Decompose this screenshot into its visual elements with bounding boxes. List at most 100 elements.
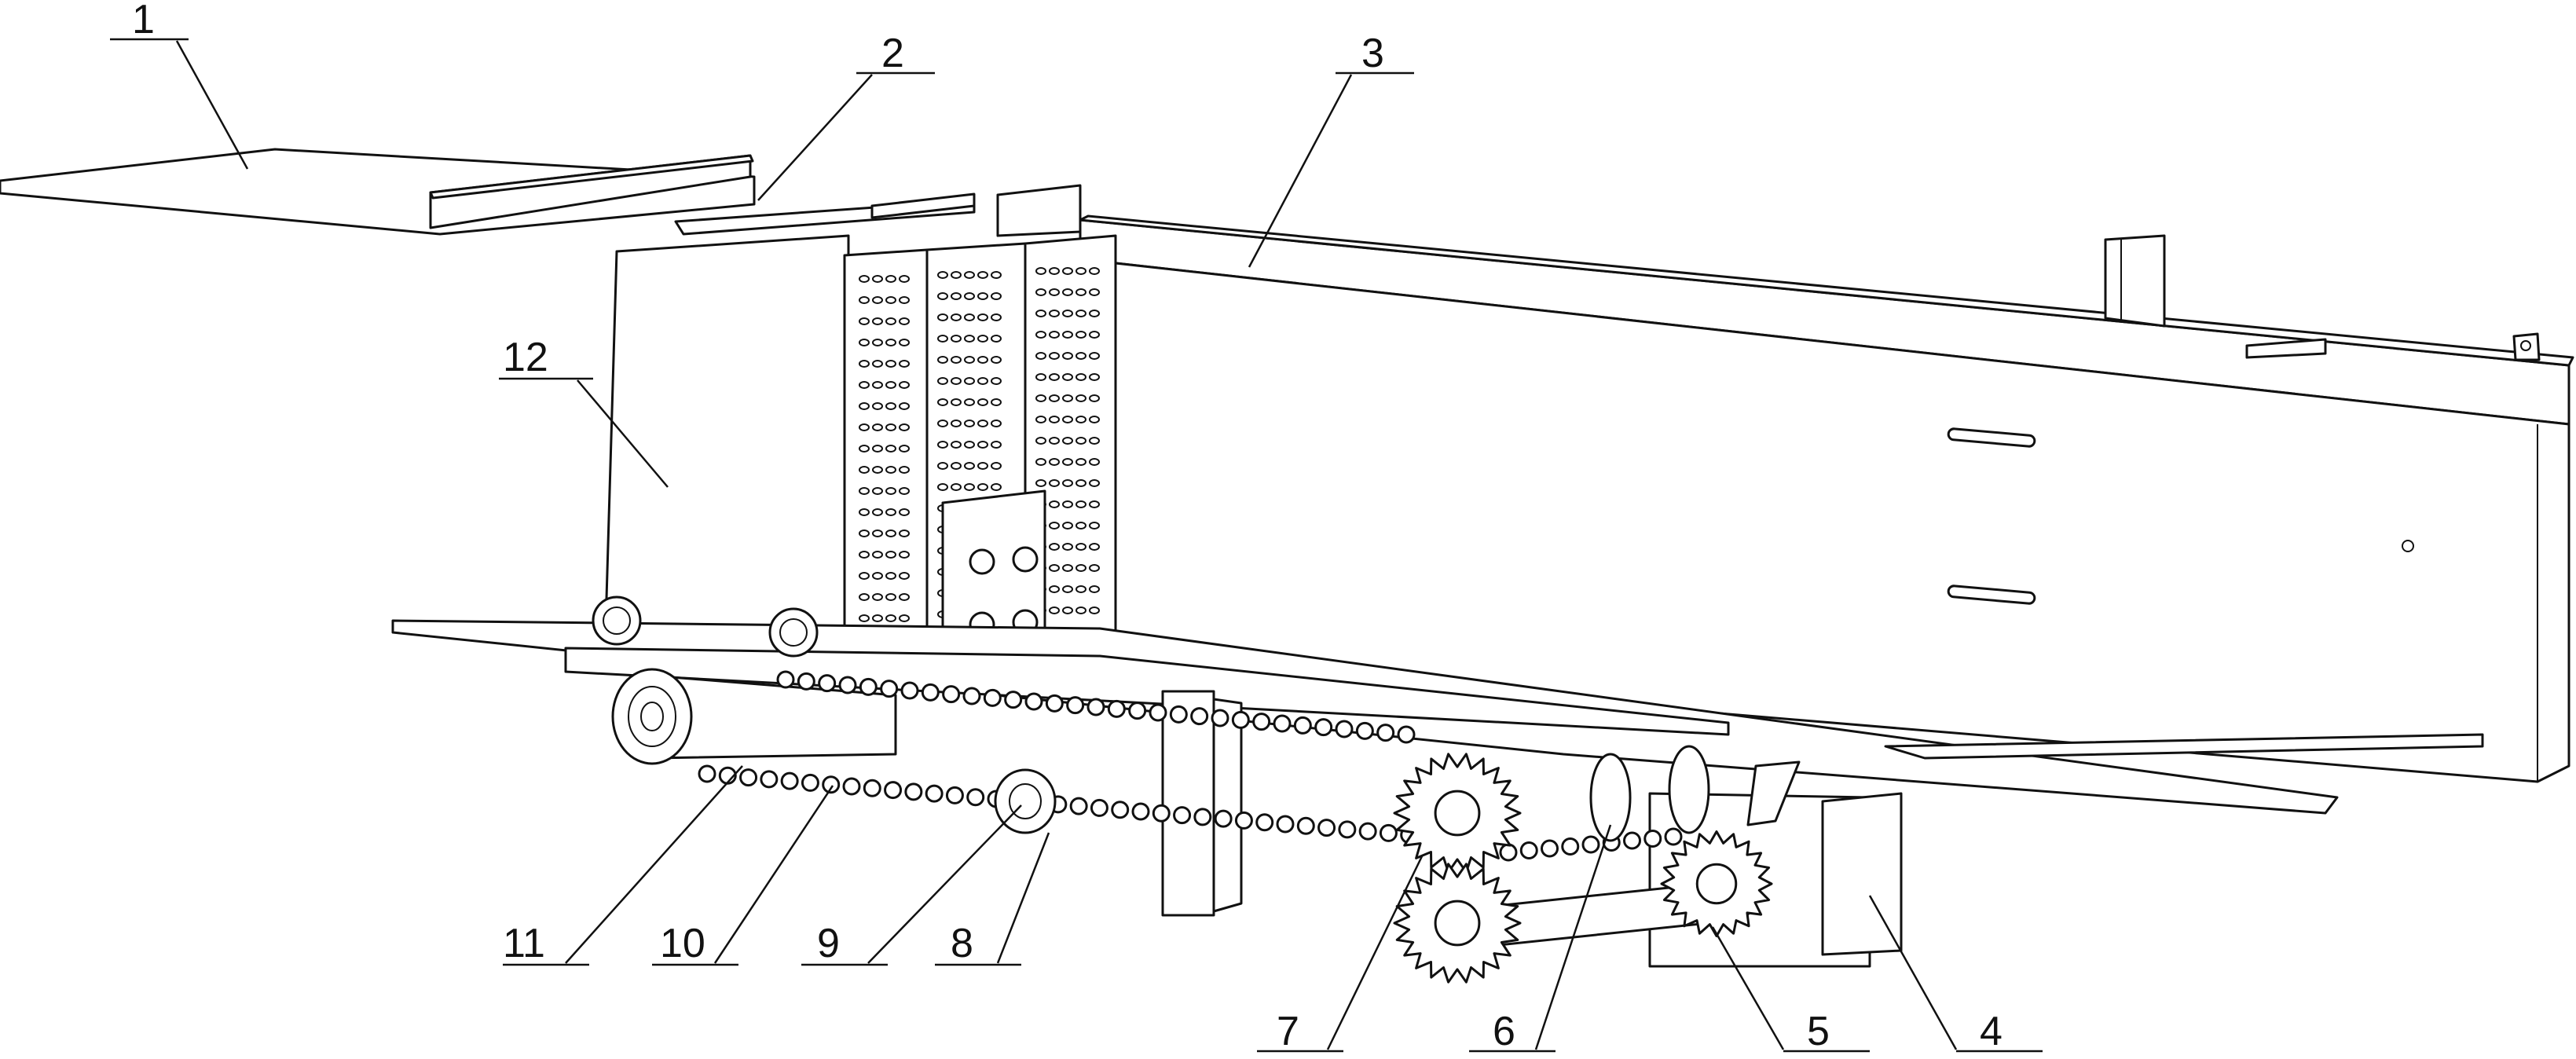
chain-link [1111,801,1130,819]
perforation-hole [1049,352,1060,360]
chain-link [1234,811,1253,830]
perforation-hole [899,402,910,410]
perforation-hole [1075,331,1086,339]
perforation-hole [872,339,883,346]
perforation-hole [1075,373,1086,381]
chain-link [884,781,903,800]
perforation-hole [1035,352,1046,360]
chain-link [1107,699,1126,718]
perforation-hole [937,313,948,321]
perforation-hole [1089,373,1100,381]
chain-link [1317,819,1336,837]
chain-link [1623,831,1641,850]
perforation-hole [951,335,962,343]
perforation-hole [859,339,870,346]
chain-link [1190,707,1209,726]
label-part-2: 2 [881,31,904,76]
perforation-hole [885,339,896,346]
perforation-hole [885,296,896,304]
perforation-hole [951,313,962,321]
perforation-hole [1049,479,1060,487]
perforation-hole [885,572,896,580]
perforation-hole [1035,310,1046,317]
perforation-hole [899,339,910,346]
chain-link [1664,827,1683,846]
perforation-hole [964,462,975,470]
chain-link [838,676,857,694]
perforation-hole [885,466,896,474]
perforation-hole [1049,288,1060,296]
chain-link [780,771,799,790]
chain-link [900,681,919,700]
perforation-hole [859,381,870,389]
perforation-hole [1075,522,1086,530]
perforation-hole [1089,479,1100,487]
perforation-hole [872,614,883,622]
perforation-hole [1089,331,1100,339]
perforation-hole [1062,479,1073,487]
chain-link [1376,724,1395,742]
perforation-hole [885,487,896,495]
chain-link [842,777,861,796]
chain-link [1561,837,1580,856]
perforation-hole [885,381,896,389]
perforation-hole [1075,479,1086,487]
perforation-hole [1035,331,1046,339]
chain-link [1004,691,1023,709]
perforation-hole [937,356,948,364]
chain-link [1358,822,1377,841]
perforation-hole [1089,564,1100,572]
perforation-hole [1075,288,1086,296]
chain-link [859,677,878,696]
perforation-hole [1035,373,1046,381]
perforation-hole [991,462,1002,470]
perforation-hole [1035,267,1046,275]
perforation-hole [885,593,896,601]
perforation-hole [1075,458,1086,466]
perforation-hole [964,313,975,321]
chain-link [1169,705,1188,724]
perforation-hole [872,508,883,516]
bolt-block [941,489,1046,658]
perforation-hole [1062,585,1073,593]
chain-link [1379,823,1398,842]
perforation-hole [1049,458,1060,466]
perforation-hole [885,423,896,431]
chain-link [1211,709,1229,727]
chain-link [1231,710,1250,729]
chain-link [1193,808,1212,826]
perforation-hole [899,572,910,580]
chain-link [739,768,758,787]
perforation-hole [1075,394,1086,402]
perforation-hole [1049,543,1060,551]
perforation-hole [991,313,1002,321]
perforation-hole [1062,288,1073,296]
perforation-hole [859,275,870,283]
chain-link [1173,806,1192,825]
perforation-hole [1075,416,1086,423]
perforation-hole [859,423,870,431]
leader-lines [110,38,2043,1053]
perforation-hole [885,317,896,325]
perforation-hole [872,466,883,474]
gear-lower-drawing [1393,863,1522,984]
perforation-hole [885,402,896,410]
perforation-hole [885,508,896,516]
perforation-hole [1089,585,1100,593]
perforation-hole [977,335,988,343]
chain-link [797,672,815,691]
label-part-6: 6 [1493,1009,1515,1054]
perforation-hole [899,296,910,304]
perforation-hole [937,292,948,300]
housing-rollers [592,595,819,658]
perforation-hole [977,483,988,491]
perforation-hole [899,360,910,368]
chain-link [818,674,837,693]
perforation-hole [991,356,1002,364]
perforation-hole [885,614,896,622]
label-part-8: 8 [951,921,973,966]
perforation-hole [1062,352,1073,360]
perforation-hole [885,551,896,559]
perforation-hole [964,271,975,279]
